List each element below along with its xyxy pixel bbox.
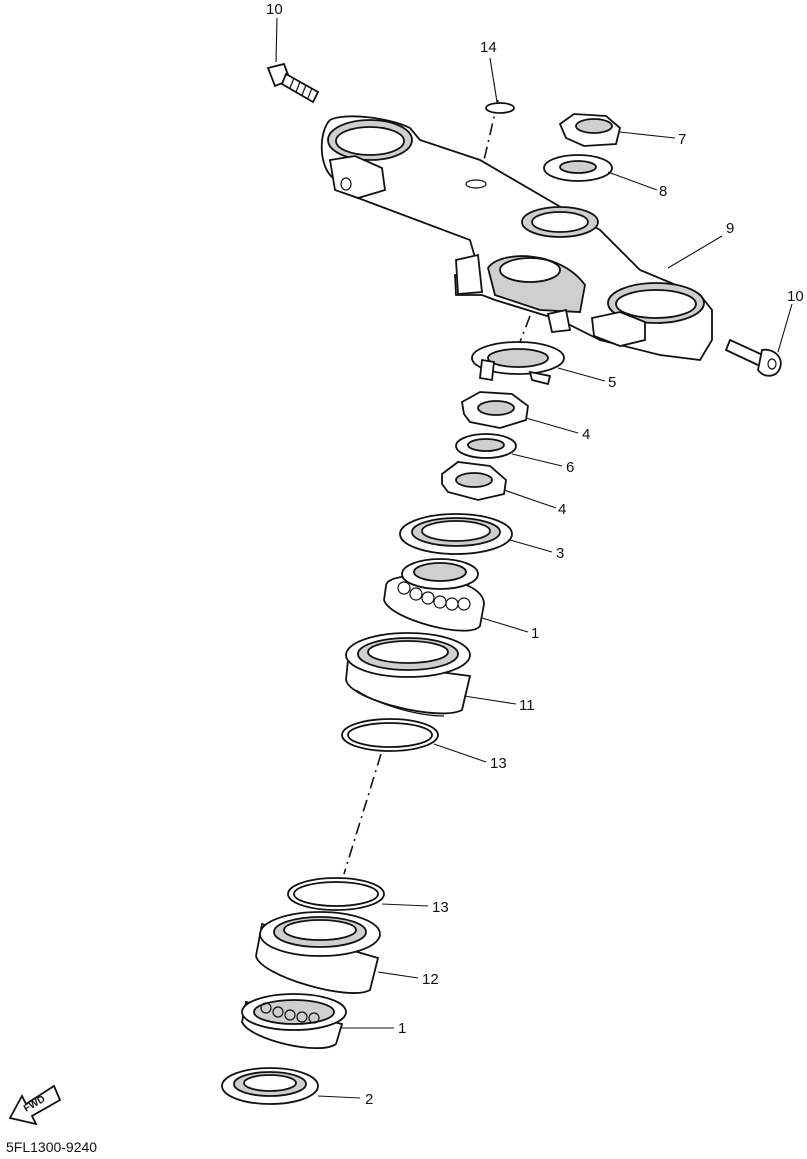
bearing-1-lower bbox=[241, 993, 347, 1049]
bolt-10-top bbox=[266, 62, 320, 104]
callout-13-lower: 13 bbox=[432, 899, 449, 916]
callout-9: 9 bbox=[726, 220, 735, 237]
callout-10-top: 10 bbox=[266, 1, 283, 18]
washer-8 bbox=[543, 154, 613, 182]
ring-nut-4-upper bbox=[461, 391, 529, 429]
callout-7: 7 bbox=[678, 131, 687, 148]
callout-2: 2 bbox=[365, 1091, 374, 1108]
part-code: 5FL1300-9240 bbox=[6, 1139, 98, 1155]
callout-13-upper: 13 bbox=[490, 755, 507, 772]
callout-1-lower: 1 bbox=[398, 1020, 407, 1037]
callout-6: 6 bbox=[566, 459, 575, 476]
lock-washer-5 bbox=[471, 341, 565, 386]
ring-nut-4-lower bbox=[441, 461, 507, 501]
callout-1-upper: 1 bbox=[531, 625, 540, 642]
race-11 bbox=[345, 632, 472, 717]
washer-6 bbox=[455, 433, 517, 459]
race-12 bbox=[255, 911, 381, 994]
callout-14: 14 bbox=[480, 39, 497, 56]
callout-12: 12 bbox=[422, 971, 439, 988]
callout-4-lower: 4 bbox=[558, 501, 567, 518]
o-ring-13-upper bbox=[341, 718, 439, 752]
callout-4-upper: 4 bbox=[582, 426, 591, 443]
callout-5: 5 bbox=[608, 374, 617, 391]
callout-11: 11 bbox=[519, 697, 535, 714]
axis-line-mid bbox=[519, 315, 531, 343]
upper-bracket bbox=[320, 115, 713, 361]
plug-14 bbox=[485, 102, 515, 114]
nut-7 bbox=[558, 113, 622, 147]
callout-3: 3 bbox=[556, 545, 565, 562]
o-ring-13-lower bbox=[287, 877, 385, 911]
bearing-1-upper bbox=[383, 558, 485, 632]
fwd-arrow-icon: FWD bbox=[8, 1084, 62, 1126]
callout-8: 8 bbox=[659, 183, 668, 200]
bolt-10-right bbox=[724, 338, 782, 377]
seal-3 bbox=[399, 513, 513, 555]
axis-line-lower bbox=[343, 753, 382, 875]
leader-lines bbox=[275, 17, 793, 1099]
callout-10-right: 10 bbox=[787, 288, 804, 305]
seal-2 bbox=[221, 1067, 319, 1105]
